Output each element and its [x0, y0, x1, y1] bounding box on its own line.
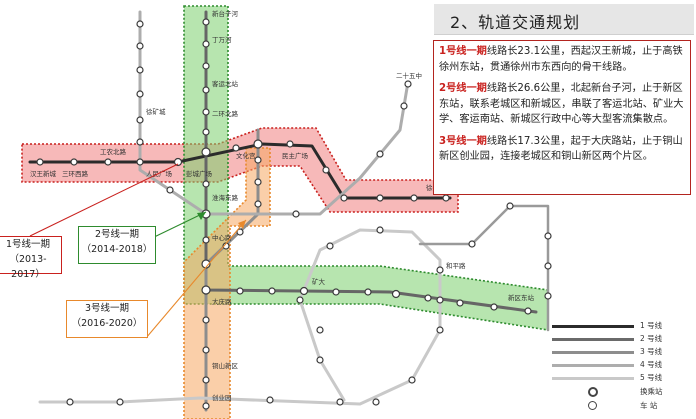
- station-label: 中心路: [212, 233, 232, 242]
- transfer-station-icon: [588, 387, 598, 397]
- callout2-leader: [147, 211, 207, 241]
- description-line2: 2号线一期线路长26.6公里，北起新台子河，止于新区东站，联系老城区和新城区，串…: [439, 81, 685, 128]
- station-label: 大庆路: [212, 297, 232, 306]
- callout2-arrowhead: [197, 212, 206, 220]
- callout1-leader: [29, 163, 179, 237]
- legend-label: 2 号线: [640, 334, 663, 343]
- station-label: 和平路: [446, 261, 466, 270]
- description-line-text: 线路长26.6公里，北起新台子河，止于新区东站，联系老城区和新城区，串联了客运北…: [439, 83, 684, 125]
- line3-track: [204, 128, 260, 412]
- station-label: 彭城广场: [186, 169, 213, 178]
- legend-row: 4 号线: [552, 359, 692, 372]
- station-label: 三环西路: [62, 169, 89, 178]
- legend-label: 1 号线: [640, 321, 663, 330]
- callout-label: 1号线一期: [5, 239, 51, 250]
- callout-line1: 1号线一期 （2013-2017）: [0, 236, 62, 280]
- legend-row: 2 号线: [552, 333, 692, 346]
- description-line1: 1号线一期线路长23.1公里，西起汉王新城，止于高铁徐州东站，贯通徐州市东西向的…: [439, 44, 685, 75]
- station-label: 丁万河: [212, 36, 232, 44]
- legend-label: 4 号线: [640, 360, 663, 369]
- station-label: 新台子河: [212, 9, 239, 18]
- description-line-name: 1号线一期: [439, 46, 487, 57]
- station-dots: [36, 18, 552, 410]
- callout-label: 3号线一期: [84, 303, 130, 314]
- section-title: 2、轨道交通规划: [450, 13, 581, 32]
- line4-track: [138, 10, 410, 216]
- legend-label: 5 号线: [640, 373, 663, 382]
- callout-years: （2013-2017）: [9, 254, 47, 280]
- description-line-text: 线路长17.3公里，起于大庆路站，止于铜山新区创业园，连接老城区和铜山新区两个片…: [439, 135, 683, 163]
- legend-row: 5 号线: [552, 372, 692, 385]
- description-line-text: 线路长23.1公里，西起汉王新城，止于高铁徐州东站，贯通徐州市东西向的骨干线路。: [439, 46, 683, 73]
- description-line-name: 3号线一期: [439, 135, 487, 147]
- station-label: 淮海东路: [212, 193, 239, 202]
- map-legend: 1 号线 2 号线 3 号线 4 号线 5 号线 换乘站 车 站: [552, 320, 692, 415]
- station-icon: [588, 401, 597, 410]
- legend-row: 车 站: [552, 400, 692, 413]
- legend-swatch: [552, 351, 634, 354]
- legend-swatch: [552, 377, 634, 380]
- callout-line3: 3号线一期 （2016-2020）: [66, 300, 148, 338]
- callout3-leader: [145, 219, 247, 339]
- station-label: 文化宫: [236, 151, 256, 160]
- description-line3: 3号线一期线路长17.3公里，起于大庆路站，止于铜山新区创业园，连接老城区和铜山…: [439, 134, 685, 165]
- legend-row: 3 号线: [552, 346, 692, 359]
- callout3-arrowhead: [238, 220, 246, 229]
- legend-swatch: [552, 325, 634, 328]
- legend-label: 换乘站: [640, 387, 663, 396]
- callout-years: （2014-2018）: [81, 244, 153, 255]
- station-label: 徐矿城: [146, 107, 166, 116]
- section-title-bar: 2、轨道交通规划: [434, 4, 694, 35]
- line-description-box: 1号线一期线路长23.1公里，西起汉王新城，止于高铁徐州东站，贯通徐州市东西向的…: [433, 40, 691, 195]
- station-label: 汉王新城: [30, 169, 57, 178]
- station-label: 客运北站: [212, 79, 239, 88]
- station-label: 工农北路: [100, 147, 127, 156]
- legend-swatch: [552, 364, 634, 367]
- legend-row: 换乘站: [552, 386, 692, 399]
- station-label: 矿大: [312, 277, 326, 286]
- station-label: 铜山新区: [212, 361, 239, 370]
- legend-label: 3 号线: [640, 347, 663, 356]
- station-label: 民主广场: [282, 151, 309, 160]
- legend-row: 1 号线: [552, 320, 692, 333]
- callout-label: 2号线一期: [94, 229, 140, 240]
- description-line-name: 2号线一期: [439, 83, 487, 94]
- station-label: 创业园: [212, 393, 232, 402]
- legend-label: 车 站: [640, 401, 658, 410]
- callout-line2: 2号线一期 （2014-2018）: [78, 226, 156, 264]
- legend-swatch: [552, 338, 634, 341]
- station-label: 二十五中: [396, 71, 422, 80]
- callout-years: （2016-2020）: [71, 318, 143, 329]
- station-label: 二环北路: [212, 109, 239, 118]
- station-label: 新区东站: [508, 293, 535, 302]
